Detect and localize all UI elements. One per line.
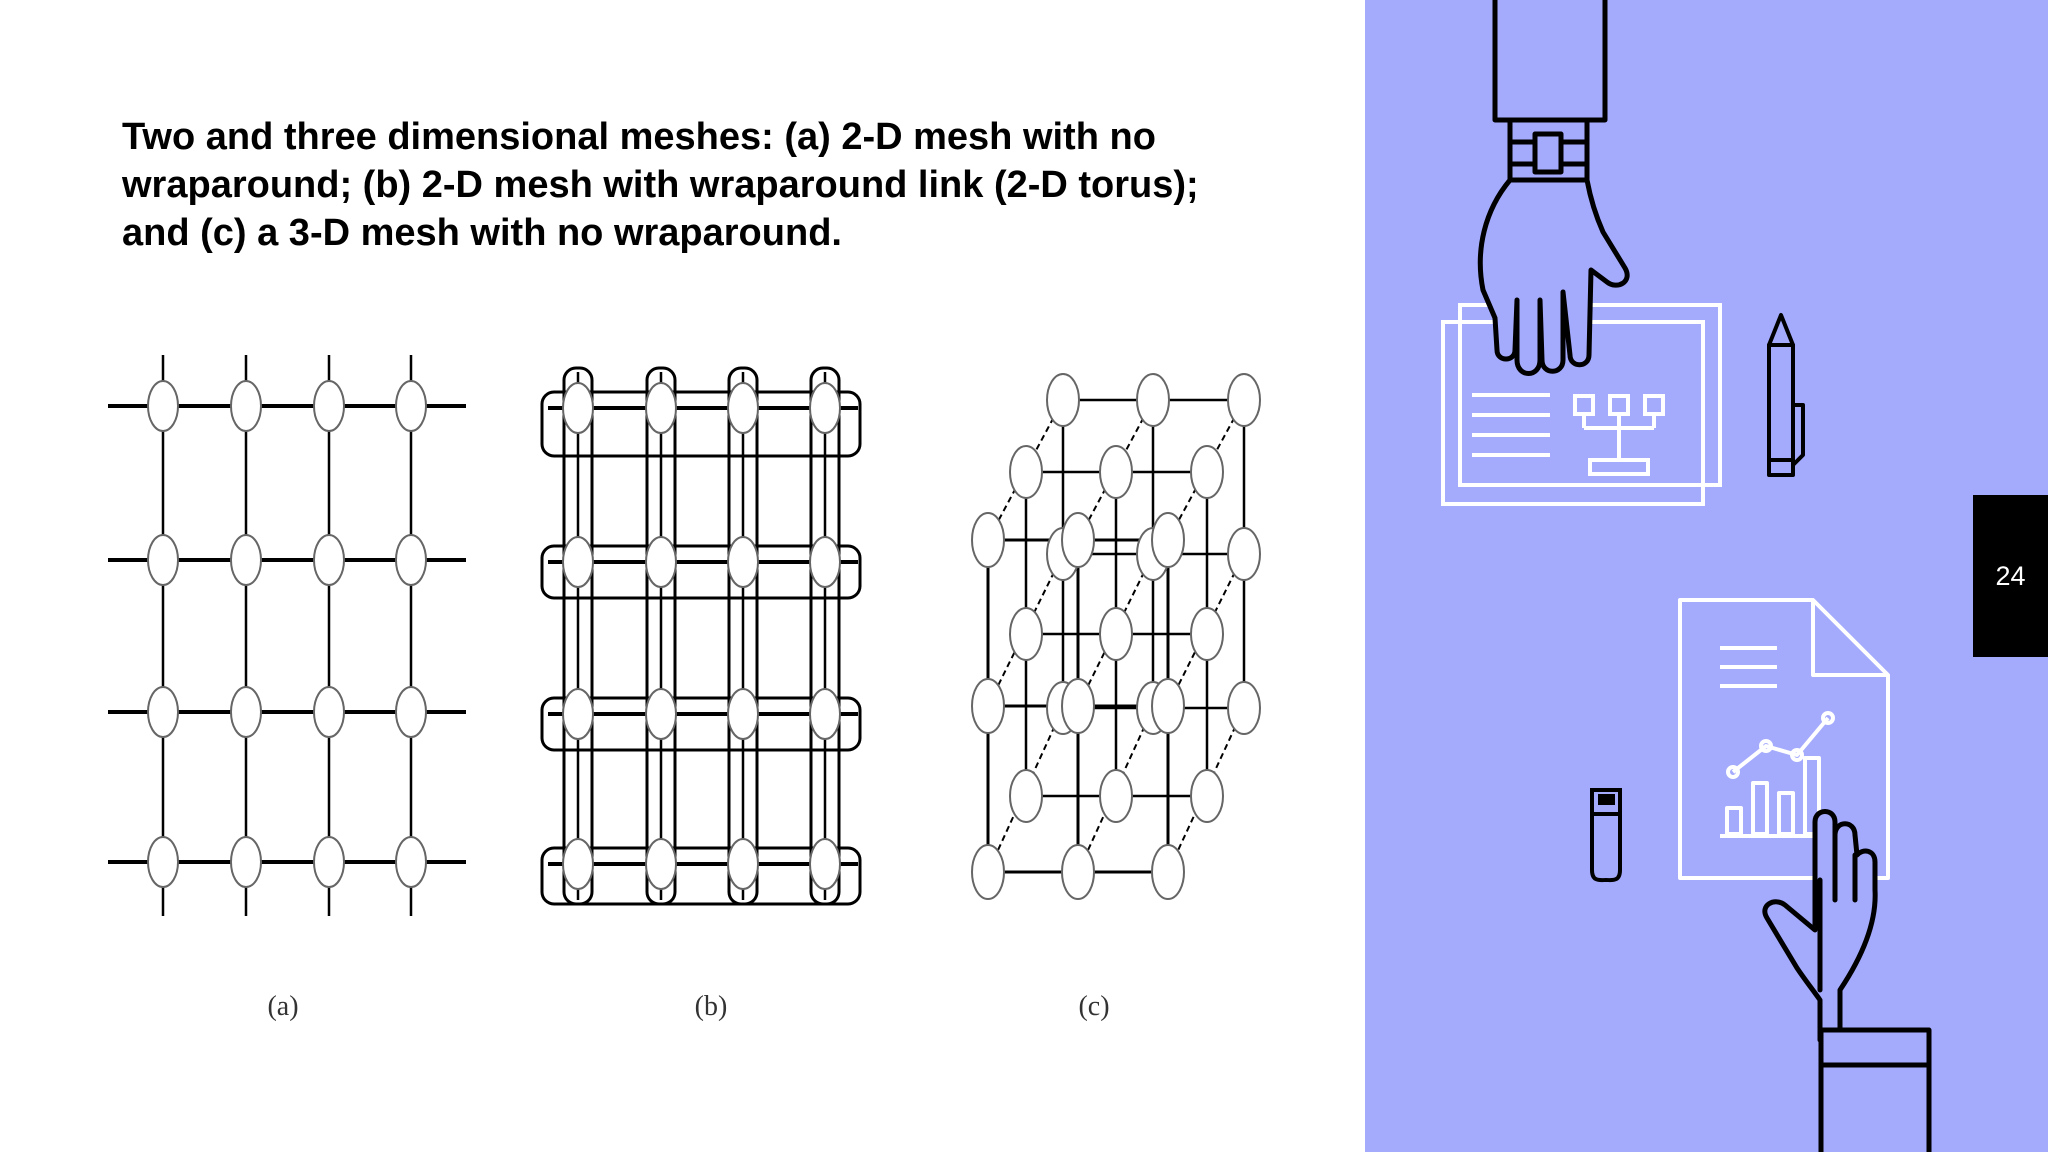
hand-icon xyxy=(1762,809,1932,1152)
usb-drive-icon xyxy=(1590,788,1622,883)
caption-a: (a) xyxy=(267,991,298,1022)
caption-c: (c) xyxy=(1078,991,1109,1022)
mesh-a xyxy=(108,355,466,916)
mesh-b xyxy=(540,366,862,906)
pen-icon xyxy=(1767,313,1805,477)
mesh-figure: (a) (b) (c) xyxy=(108,355,1261,1022)
decorative-panel xyxy=(1365,0,2048,1152)
mesh-c xyxy=(971,373,1261,900)
office-illustration xyxy=(1441,0,1932,1152)
slide-title: Two and three dimensional meshes: (a) 2-… xyxy=(122,116,1199,254)
hand-with-watch-icon xyxy=(1477,0,1630,376)
caption-b: (b) xyxy=(695,991,728,1022)
page-number-badge: 24 xyxy=(1973,495,2048,657)
